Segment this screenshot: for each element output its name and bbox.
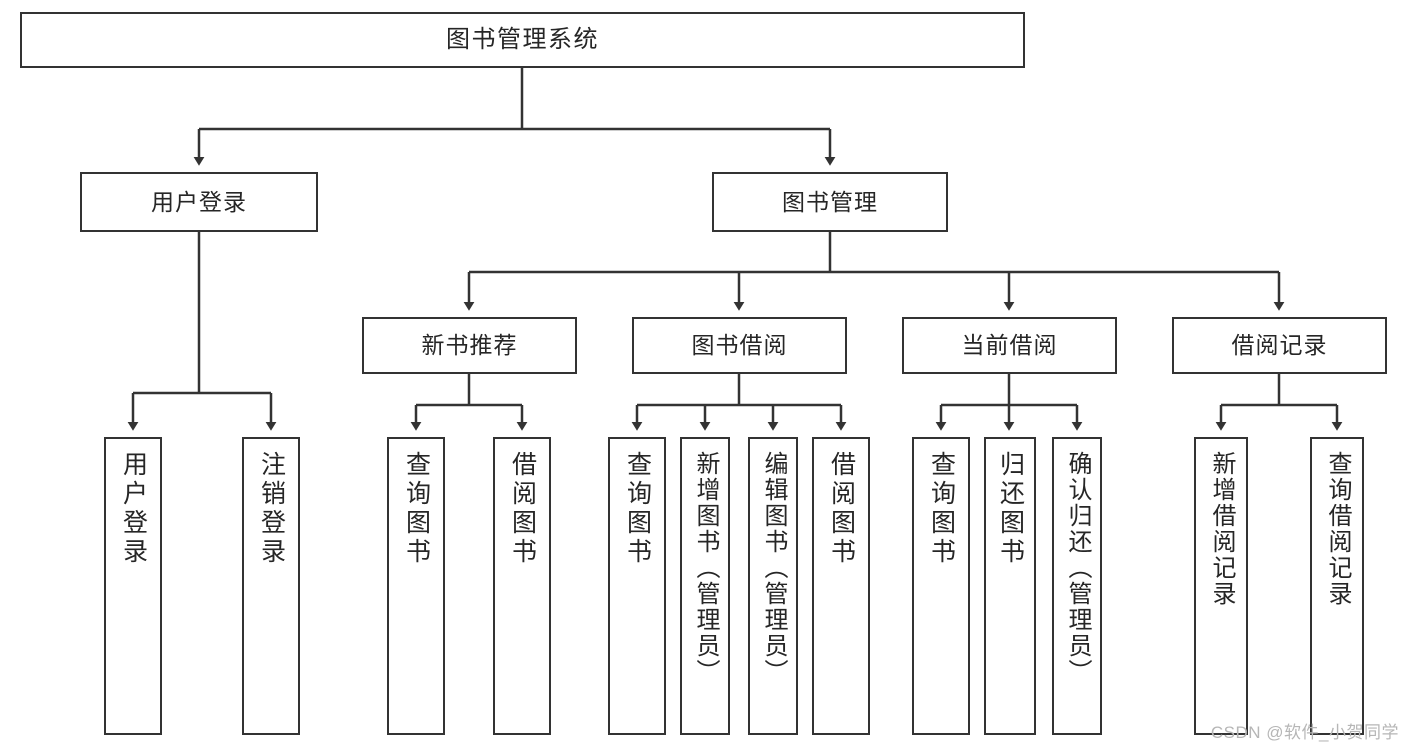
leaf-confirm-return[interactable]: 确认归还（管理员） xyxy=(1052,437,1102,735)
node-borrow-record[interactable]: 借阅记录 xyxy=(1172,317,1387,374)
node-label: 当前借阅 xyxy=(961,332,1058,359)
node-label: 确认归还（管理员） xyxy=(1064,451,1091,685)
node-label: 用户登录 xyxy=(119,451,148,567)
leaf-query-book-recommend[interactable]: 查询图书 xyxy=(387,437,445,735)
node-label: 用户登录 xyxy=(151,188,247,215)
leaf-borrow-book-borrow[interactable]: 借阅图书 xyxy=(812,437,870,735)
leaf-add-book[interactable]: 新增图书（管理员） xyxy=(680,437,730,735)
leaf-logout-login[interactable]: 注销登录 xyxy=(242,437,300,735)
csdn-watermark: CSDN @软件_小贺同学 xyxy=(1210,723,1399,742)
node-label: 借阅记录 xyxy=(1231,332,1328,359)
node-label: 图书借阅 xyxy=(691,332,788,359)
leaf-query-borrow-record[interactable]: 查询借阅记录 xyxy=(1310,437,1364,735)
node-new-book-recommend[interactable]: 新书推荐 xyxy=(362,317,577,374)
node-label: 注销登录 xyxy=(257,451,286,567)
node-current-borrow[interactable]: 当前借阅 xyxy=(902,317,1117,374)
node-label: 新增借阅记录 xyxy=(1208,451,1235,607)
leaf-return-book[interactable]: 归还图书 xyxy=(984,437,1036,735)
node-root-system[interactable]: 图书管理系统 xyxy=(20,12,1025,68)
node-user-login[interactable]: 用户登录 xyxy=(80,172,318,232)
node-label: 新增图书（管理员） xyxy=(692,451,719,685)
node-label: 查询图书 xyxy=(927,451,956,567)
leaf-add-borrow-record[interactable]: 新增借阅记录 xyxy=(1194,437,1248,735)
leaf-user-login[interactable]: 用户登录 xyxy=(104,437,162,735)
node-label: 归还图书 xyxy=(996,451,1025,567)
node-label: 编辑图书（管理员） xyxy=(760,451,787,685)
node-label: 新书推荐 xyxy=(421,332,518,359)
node-label: 图书管理 xyxy=(782,188,878,215)
leaf-query-book-borrow[interactable]: 查询图书 xyxy=(608,437,666,735)
node-label: 查询图书 xyxy=(402,451,431,567)
leaf-query-book-current[interactable]: 查询图书 xyxy=(912,437,970,735)
leaf-edit-book[interactable]: 编辑图书（管理员） xyxy=(748,437,798,735)
node-label: 借阅图书 xyxy=(827,451,856,567)
node-book-borrow[interactable]: 图书借阅 xyxy=(632,317,847,374)
node-book-manage[interactable]: 图书管理 xyxy=(712,172,948,232)
node-label: 借阅图书 xyxy=(508,451,537,567)
node-label: 查询图书 xyxy=(623,451,652,567)
node-label: 图书管理系统 xyxy=(446,26,599,54)
node-label: 查询借阅记录 xyxy=(1324,451,1351,607)
leaf-borrow-book-recommend[interactable]: 借阅图书 xyxy=(493,437,551,735)
